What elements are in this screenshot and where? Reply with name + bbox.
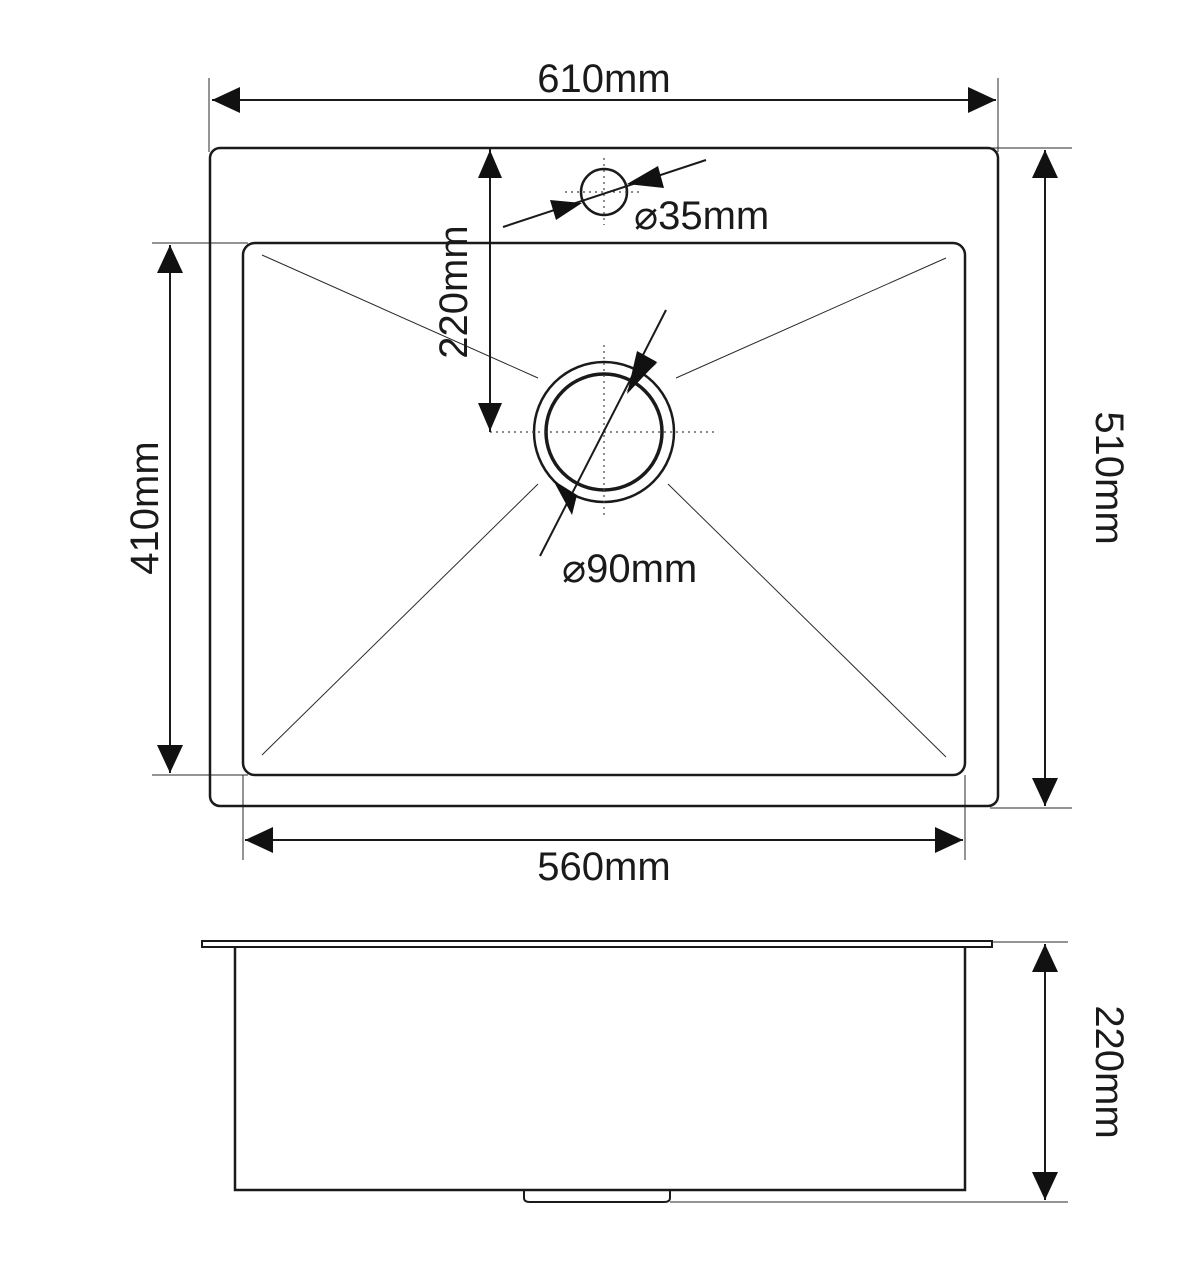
slope-line-top-right xyxy=(675,257,947,379)
label-drain-diameter: ⌀90mm xyxy=(562,547,697,591)
drain-arrow-top-b xyxy=(627,351,657,394)
arrow-560-right xyxy=(935,827,963,853)
arrow-510-top xyxy=(1032,150,1058,178)
sink-outer-rim xyxy=(208,146,1000,808)
arrow-610-right xyxy=(968,87,996,113)
arrow-220-top xyxy=(478,150,502,178)
label-overall-width: 610mm xyxy=(537,57,670,101)
tap-hole-diameter-leader xyxy=(502,159,707,228)
arrow-side-220-bottom xyxy=(1032,1172,1058,1200)
arrow-560-left xyxy=(245,827,273,853)
tap-hole-arrow-right xyxy=(627,166,664,188)
drain-diameter-leader xyxy=(539,309,667,557)
label-bowl-depth: 410mm xyxy=(123,441,167,574)
label-overall-depth: 510mm xyxy=(1087,411,1131,544)
side-view-bowl xyxy=(233,947,967,1192)
arrow-610-left xyxy=(212,87,240,113)
side-view-rim xyxy=(201,940,993,948)
drain-arrow-bottom xyxy=(553,480,577,515)
arrow-510-bottom xyxy=(1032,778,1058,806)
arrow-side-220-top xyxy=(1032,944,1058,972)
slope-line-top-left xyxy=(261,254,539,379)
arrow-410-bottom xyxy=(157,745,183,773)
label-bowl-height: 220mm xyxy=(1087,1005,1131,1138)
slope-line-bottom-left xyxy=(261,483,539,756)
sink-bowl-outline xyxy=(241,241,967,777)
slope-line-bottom-right xyxy=(667,483,947,758)
side-view: 220mm xyxy=(201,940,1131,1203)
top-view: 610mm 560mm 510mm 410mm 220mm ⌀35mm ⌀90m… xyxy=(123,57,1131,889)
label-tap-hole-offset: 220mm xyxy=(432,225,476,358)
side-view-drain xyxy=(523,1190,671,1203)
tap-hole-arrow-left xyxy=(550,200,582,220)
label-tap-hole-diameter: ⌀35mm xyxy=(634,194,769,238)
arrow-220-bottom xyxy=(478,403,502,431)
arrow-410-top xyxy=(157,245,183,273)
label-bowl-width: 560mm xyxy=(537,845,670,889)
